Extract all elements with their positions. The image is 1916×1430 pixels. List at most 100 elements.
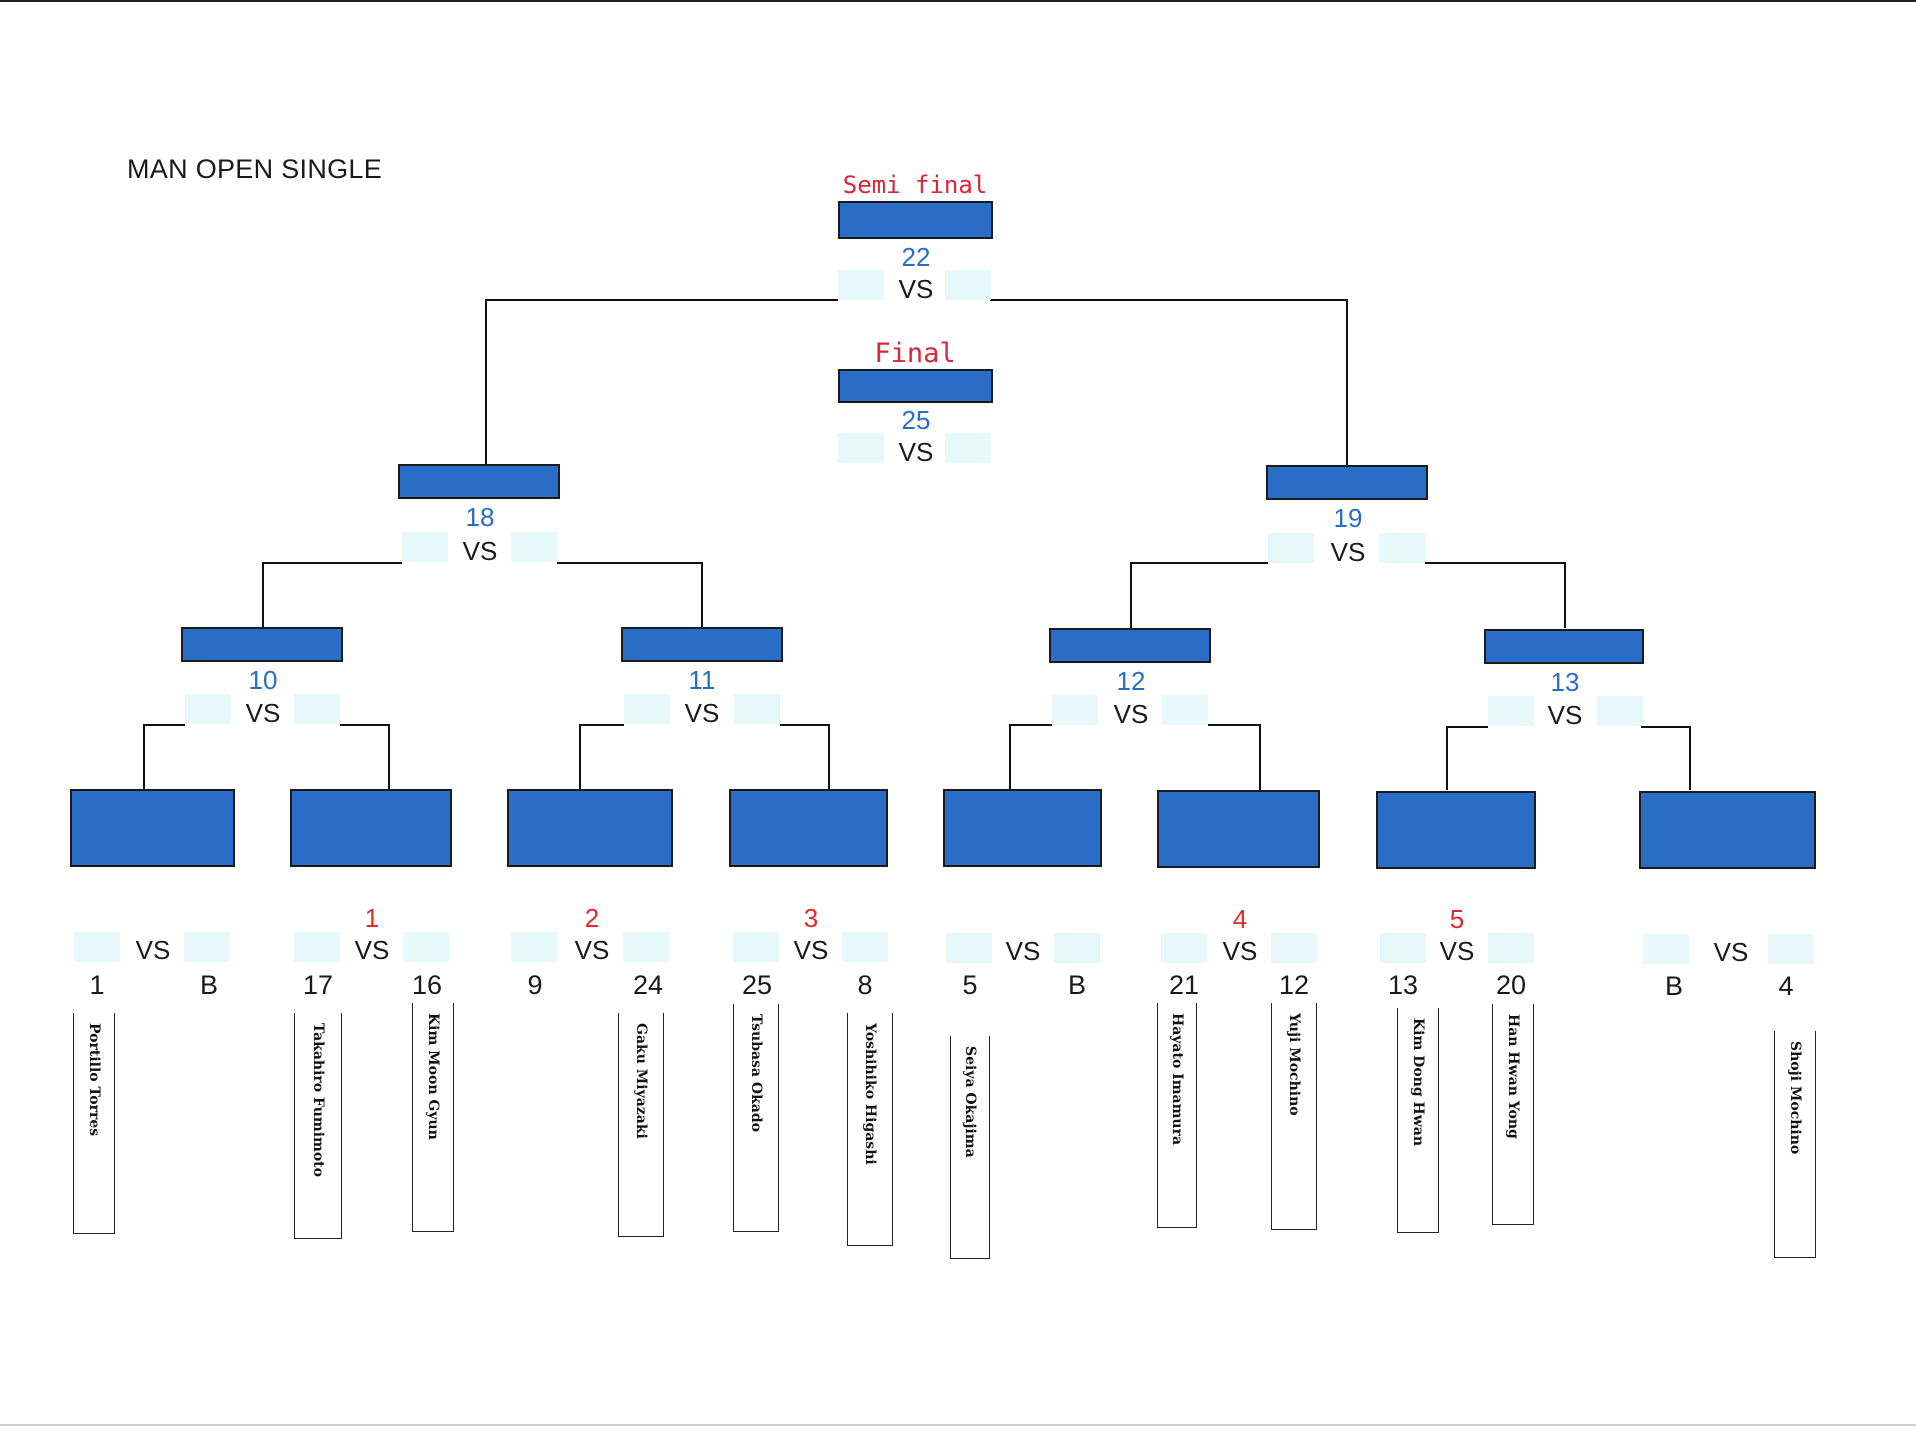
connector-13-right [1641, 726, 1691, 790]
match-18-score-right[interactable] [511, 532, 557, 562]
player-name: Yoshihiko Higashi [862, 1023, 878, 1165]
connector-10-right [340, 724, 390, 790]
match-19-score-left[interactable] [1268, 533, 1314, 563]
r1-m2-score-right[interactable] [403, 932, 449, 962]
match-19-vs: VS [1330, 537, 1366, 567]
r1-m4-score-right[interactable] [842, 932, 888, 962]
player-name: Takahiro Fumimoto [310, 1023, 326, 1177]
player-card-1: Portillo Torres [73, 1013, 115, 1234]
match-19-box[interactable] [1266, 465, 1428, 500]
r1-m5-score-left[interactable] [946, 933, 992, 963]
match-25-score-right[interactable] [945, 433, 991, 463]
r1-m6-score-left[interactable] [1161, 933, 1207, 963]
player-card-7: Tsubasa Okado [733, 1004, 779, 1232]
r1-m3-vs: VS [574, 935, 610, 965]
match-10-box[interactable] [181, 627, 343, 662]
player-name: Gaku Miyazaki [633, 1023, 649, 1139]
connector-10-left [143, 724, 185, 790]
first-round-seed-2: 1 [364, 903, 380, 933]
player-name: Hayato Imamura [1169, 1013, 1185, 1146]
entry-number-14: 20 [1495, 970, 1527, 1000]
connector-11-left [579, 724, 624, 790]
connector-22 [485, 299, 838, 465]
r1-m5-score-right[interactable] [1054, 933, 1100, 963]
r1-m6-vs: VS [1222, 936, 1258, 966]
connector-13-left [1446, 726, 1488, 790]
first-round-box-3[interactable] [507, 789, 673, 867]
match-13-vs: VS [1547, 700, 1583, 730]
connector-12-right [1208, 724, 1261, 790]
r1-m3-score-left[interactable] [511, 932, 557, 962]
match-12-box[interactable] [1049, 628, 1211, 663]
r1-m4-score-left[interactable] [733, 932, 779, 962]
semi-final-label: Semi final [842, 171, 988, 199]
match-25-score-left[interactable] [838, 433, 884, 463]
match-11-box[interactable] [621, 627, 783, 662]
player-card-4: Kim Moon Gyun [412, 1003, 454, 1232]
match-19-score-right[interactable] [1379, 533, 1425, 563]
r1-m8-score-right[interactable] [1768, 934, 1814, 964]
connector-19-right [1425, 562, 1566, 628]
first-round-box-6[interactable] [1157, 790, 1320, 868]
first-round-box-1[interactable] [70, 789, 235, 867]
connector-11-right [780, 724, 830, 790]
r1-m2-vs: VS [354, 935, 390, 965]
r1-m1-score-left[interactable] [74, 932, 120, 962]
match-12-score-right[interactable] [1162, 695, 1208, 725]
r1-m8-score-left[interactable] [1643, 934, 1689, 964]
first-round-box-7[interactable] [1376, 791, 1536, 869]
first-round-box-2[interactable] [290, 789, 452, 867]
match-10-vs: VS [245, 698, 281, 728]
entry-number-15: B [1664, 971, 1684, 1001]
match-22-box[interactable] [838, 201, 993, 239]
player-card-11: Hayato Imamura [1157, 1003, 1197, 1228]
match-10-score-right[interactable] [294, 694, 340, 724]
connector-18-left [262, 562, 402, 628]
r1-m7-vs: VS [1439, 936, 1475, 966]
match-13-box[interactable] [1484, 629, 1644, 664]
first-round-box-8[interactable] [1639, 791, 1816, 869]
entry-number-12: 12 [1278, 970, 1310, 1000]
r1-m6-score-right[interactable] [1271, 933, 1317, 963]
first-round-box-5[interactable] [943, 789, 1102, 867]
first-round-box-4[interactable] [729, 789, 888, 867]
first-round-seed-6: 4 [1232, 904, 1248, 934]
bottom-border [0, 1424, 1916, 1426]
entry-number-9: 5 [962, 970, 978, 1000]
r1-m7-score-left[interactable] [1380, 933, 1426, 963]
entry-number-13: 13 [1387, 970, 1419, 1000]
match-18-box[interactable] [398, 464, 560, 499]
match-22-number: 22 [901, 242, 931, 272]
match-12-score-left[interactable] [1052, 695, 1098, 725]
match-19-number: 19 [1333, 503, 1363, 533]
first-round-seed-7: 5 [1449, 904, 1465, 934]
player-card-8: Yoshihiko Higashi [847, 1013, 893, 1246]
match-25-vs: VS [898, 437, 934, 467]
connector-12-left [1009, 724, 1052, 790]
match-18-score-left[interactable] [402, 532, 448, 562]
match-13-score-left[interactable] [1488, 696, 1534, 726]
r1-m3-score-right[interactable] [623, 932, 669, 962]
player-card-9: Seiya Okajima [950, 1036, 990, 1259]
player-card-3: Takahiro Fumimoto [294, 1013, 342, 1239]
match-11-score-right[interactable] [734, 694, 780, 724]
r1-m2-score-left[interactable] [294, 932, 340, 962]
match-18-number: 18 [465, 502, 495, 532]
r1-m7-score-right[interactable] [1488, 933, 1534, 963]
r1-m1-score-right[interactable] [184, 932, 230, 962]
match-10-number: 10 [248, 665, 278, 695]
match-22-score-right[interactable] [945, 270, 991, 300]
match-22-score-left[interactable] [838, 270, 884, 300]
match-13-score-right[interactable] [1597, 696, 1643, 726]
entry-number-16: 4 [1778, 971, 1794, 1001]
player-name: Portillo Torres [86, 1023, 102, 1137]
r1-m4-vs: VS [793, 935, 829, 965]
match-11-number: 11 [688, 665, 716, 695]
match-25-box[interactable] [838, 369, 993, 403]
match-10-score-left[interactable] [185, 694, 231, 724]
match-11-score-left[interactable] [624, 694, 670, 724]
match-25-number: 25 [901, 405, 931, 435]
match-13-number: 13 [1550, 667, 1580, 697]
r1-m8-vs: VS [1713, 937, 1749, 967]
